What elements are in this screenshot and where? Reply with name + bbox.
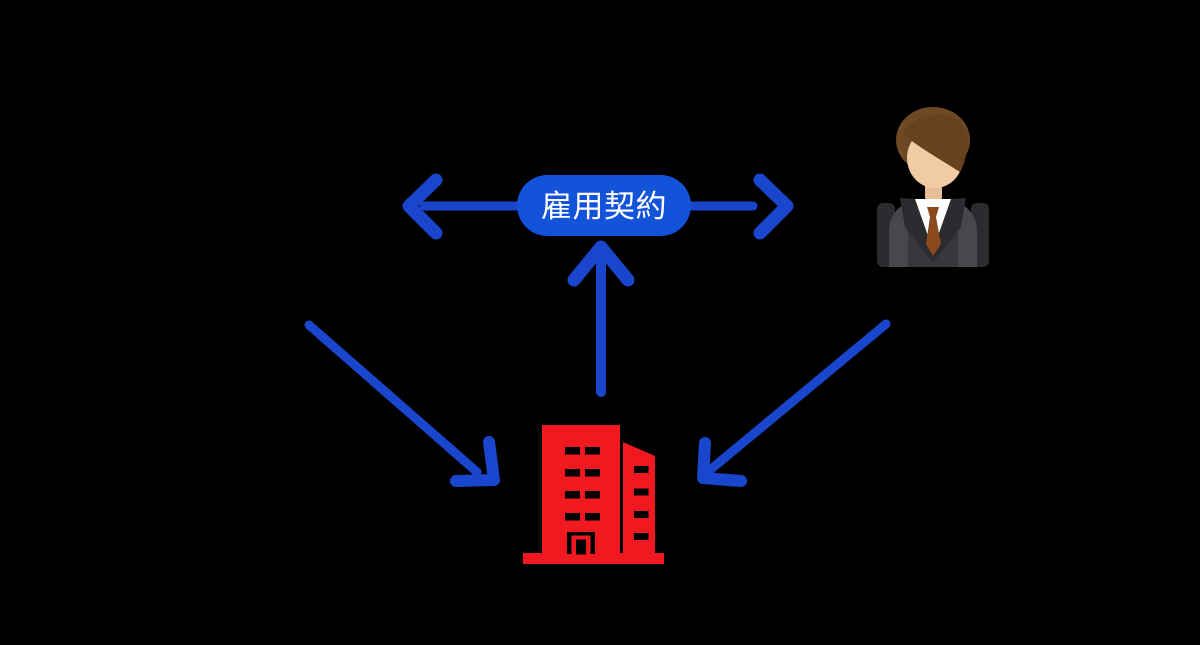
office-building-icon [523,425,664,564]
building-window [565,491,580,499]
contract-pill-shape [517,175,691,236]
worker-to-company-arrow-shaft [705,319,891,475]
arrows-layer [304,173,891,487]
building-window [585,491,600,499]
building-window [565,513,580,521]
building-base [523,553,664,564]
building-window [634,466,649,473]
arrowhead-right-icon [753,173,794,240]
building-window [585,447,600,455]
building-window [585,469,600,477]
arrowhead-left-icon [402,173,443,240]
arrowhead-up-icon [567,240,635,287]
building-door-opening [576,539,586,555]
left-to-company-arrow-shaft [304,320,482,477]
building-window [634,511,649,518]
worker-tie [926,217,941,256]
contract-pill: 雇用契約 [517,175,691,236]
building-window [585,513,600,521]
building-window [565,469,580,477]
building-window [634,533,649,540]
building-window [565,447,580,455]
contract-pill-label: 雇用契約 [541,189,667,224]
worker-tie-knot [927,207,939,217]
worker-lapel-right [933,198,966,263]
businessperson-icon [877,107,989,267]
worker-hair-bangs [903,114,968,172]
worker-lapel-left [900,198,933,263]
arrowhead-down-right-icon [450,436,500,487]
building-window [634,488,649,496]
arrowhead-down-left-icon [697,437,747,487]
